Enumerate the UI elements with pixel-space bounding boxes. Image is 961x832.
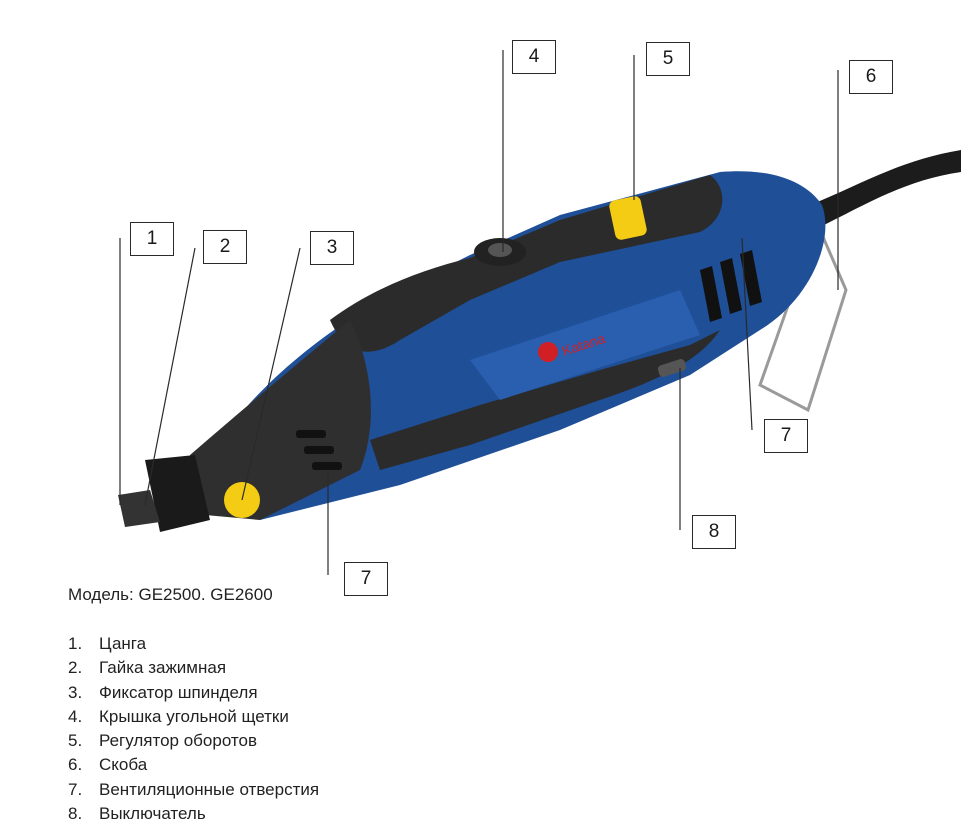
item-number: 2. xyxy=(68,656,99,680)
item-number: 7. xyxy=(68,778,99,802)
item-number: 1. xyxy=(68,632,99,656)
parts-list: 1.Цанга 2.Гайка зажимная 3.Фиксатор шпин… xyxy=(68,632,319,826)
item-label: Выключатель xyxy=(99,802,206,826)
callout-5: 5 xyxy=(646,42,690,76)
item-number: 5. xyxy=(68,729,99,753)
item-label: Гайка зажимная xyxy=(99,656,226,680)
item-label: Цанга xyxy=(99,632,146,656)
item-label: Крышка угольной щетки xyxy=(99,705,289,729)
item-label: Скоба xyxy=(99,753,147,777)
list-item: 6.Скоба xyxy=(68,753,319,777)
item-label: Фиксатор шпинделя xyxy=(99,681,258,705)
callout-8: 8 xyxy=(692,515,736,549)
callout-3: 3 xyxy=(310,231,354,265)
item-number: 4. xyxy=(68,705,99,729)
list-item: 1.Цанга xyxy=(68,632,319,656)
item-number: 8. xyxy=(68,802,99,826)
list-item: 4.Крышка угольной щетки xyxy=(68,705,319,729)
callout-7-rear: 7 xyxy=(764,419,808,453)
list-item: 8.Выключатель xyxy=(68,802,319,826)
rotary-tool-diagram: Katana xyxy=(0,0,961,575)
list-item: 3.Фиксатор шпинделя xyxy=(68,681,319,705)
list-item: 5.Регулятор оборотов xyxy=(68,729,319,753)
callout-2: 2 xyxy=(203,230,247,264)
item-label: Вентиляционные отверстия xyxy=(99,778,319,802)
callout-1: 1 xyxy=(130,222,174,256)
list-item: 7.Вентиляционные отверстия xyxy=(68,778,319,802)
list-item: 2.Гайка зажимная xyxy=(68,656,319,680)
katana-logo-mark xyxy=(538,342,558,362)
item-number: 3. xyxy=(68,681,99,705)
power-cord xyxy=(810,150,961,228)
callout-4: 4 xyxy=(512,40,556,74)
callout-7-front: 7 xyxy=(344,562,388,596)
item-number: 6. xyxy=(68,753,99,777)
model-line: Модель: GE2500. GE2600 xyxy=(68,585,273,605)
item-label: Регулятор оборотов xyxy=(99,729,257,753)
callout-6: 6 xyxy=(849,60,893,94)
